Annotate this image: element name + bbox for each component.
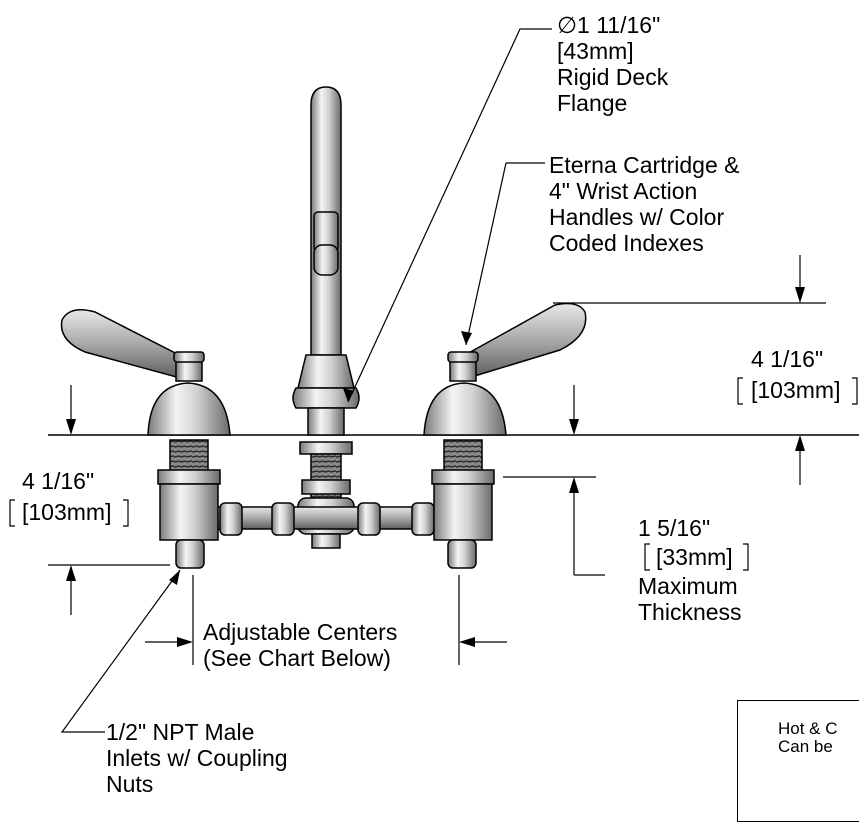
inlets-line-2: Inlets w/ Coupling <box>106 745 288 771</box>
cartridge-line-4: Coded Indexes <box>549 230 704 256</box>
crossover-pipe <box>204 502 466 536</box>
cartridge-label: Eterna Cartridge & 4" Wrist Action Handl… <box>549 152 739 256</box>
flange-metric: [43mm] <box>557 38 634 64</box>
flange-desc-1: Rigid Deck <box>557 64 669 90</box>
centers-line-1: Adjustable Centers <box>203 619 398 645</box>
note-box: Hot & C Can be <box>737 700 859 822</box>
thickness-label: 1 5/16" [33mm] Maximum Thickness <box>638 515 742 625</box>
inlets-line-1: 1/2" NPT Male <box>106 719 255 745</box>
flange-desc-2: Flange <box>557 90 628 116</box>
cartridge-line-2: 4" Wrist Action <box>549 178 698 204</box>
flange-diameter: ∅1 11/16" <box>557 12 661 38</box>
height-right-metric: [103mm] <box>751 377 841 403</box>
flange-label: ∅1 11/16" [43mm] Rigid Deck Flange <box>557 12 668 116</box>
inlets-line-3: Nuts <box>106 771 154 797</box>
height-left-label: 4 1/16" [103mm] <box>22 468 111 525</box>
brackets <box>9 377 858 571</box>
centers-line-2: (See Chart Below) <box>203 645 391 671</box>
spout <box>292 86 360 436</box>
thickness-desc-2: Thickness <box>638 599 742 625</box>
spout-shank <box>297 441 355 549</box>
cartridge-line-3: Handles w/ Color <box>549 204 725 230</box>
cartridge-line-1: Eterna Cartridge & <box>549 152 740 178</box>
centers-label: Adjustable Centers (See Chart Below) <box>203 619 397 671</box>
note-line-1: Hot & C <box>778 719 838 738</box>
note-line-2: Can be <box>778 737 833 756</box>
height-right-imperial: 4 1/16" <box>751 346 824 372</box>
left-valve <box>60 309 231 569</box>
height-right-label: 4 1/16" [103mm] <box>751 346 840 403</box>
arrowheads <box>66 287 805 647</box>
thickness-metric: [33mm] <box>656 544 733 570</box>
height-left-imperial: 4 1/16" <box>22 468 95 494</box>
thickness-imperial: 1 5/16" <box>638 515 711 541</box>
dimension-lines <box>48 28 826 733</box>
inlets-label: 1/2" NPT Male Inlets w/ Coupling Nuts <box>106 719 288 797</box>
thickness-desc-1: Maximum <box>638 573 738 599</box>
right-valve <box>423 302 587 569</box>
height-left-metric: [103mm] <box>22 499 112 525</box>
